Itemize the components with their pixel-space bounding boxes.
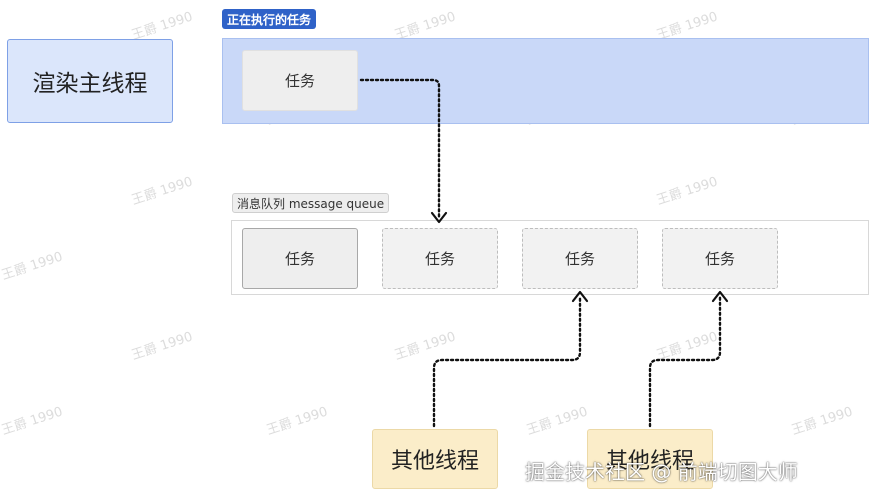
arrow-running-to-queue xyxy=(359,78,441,220)
arrow-thread1-to-queue xyxy=(432,294,582,428)
arrowhead-up xyxy=(711,290,729,303)
arrow-thread2-to-queue xyxy=(648,294,722,428)
arrowhead-up xyxy=(571,290,589,303)
queue-task: 任务 xyxy=(242,228,358,289)
arrowhead-down xyxy=(430,211,448,224)
source-credit: 掘金技术社区 @ 前端切图大师 xyxy=(525,460,798,484)
other-thread-box: 其他线程 xyxy=(587,429,713,489)
queue-task-pending: 任务 xyxy=(382,228,498,289)
running-task: 任务 xyxy=(242,50,358,111)
queue-task-pending: 任务 xyxy=(662,228,778,289)
running-task-tag: 正在执行的任务 xyxy=(222,9,317,29)
queue-task-pending: 任务 xyxy=(522,228,638,289)
main-thread-box: 渲染主线程 xyxy=(7,39,173,123)
message-queue-tag: 消息队列 message queue xyxy=(232,193,390,213)
other-thread-box: 其他线程 xyxy=(372,429,498,489)
